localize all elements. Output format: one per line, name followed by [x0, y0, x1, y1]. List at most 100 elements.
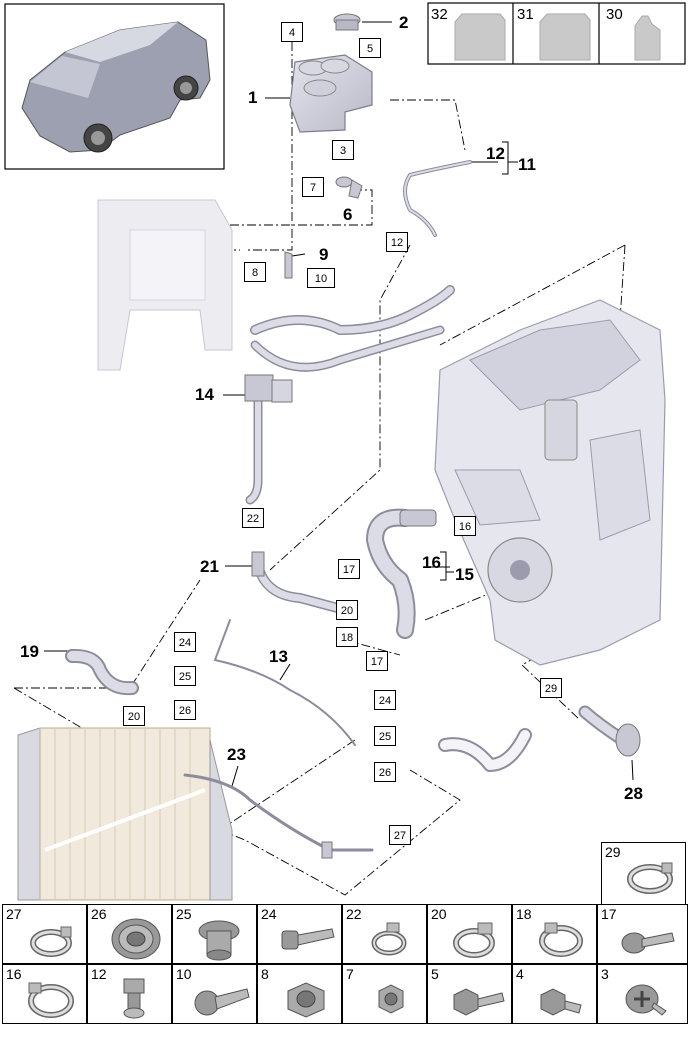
parts-cell-7[interactable]: 7: [342, 964, 427, 1024]
callout-26b[interactable]: 26: [374, 762, 396, 782]
expansion-tank: [289, 13, 373, 133]
callout-10[interactable]: 10: [307, 268, 335, 288]
cell-number: 26: [91, 906, 107, 922]
bolt-icon: [540, 988, 582, 1016]
callout-4[interactable]: 4: [281, 22, 303, 42]
hose-clamp-icon: [30, 926, 72, 957]
callout-26a[interactable]: 26: [174, 700, 196, 720]
callout-16[interactable]: 16: [422, 553, 441, 572]
bracket-11: [502, 141, 518, 175]
engine: [434, 299, 666, 666]
parts-cell-10[interactable]: 10: [172, 964, 257, 1024]
cell-number: 18: [516, 906, 532, 922]
clip-icon: [123, 978, 145, 1019]
parts-cell-12[interactable]: 12: [87, 964, 172, 1024]
callout-21[interactable]: 21: [200, 557, 219, 576]
cell-number: 22: [346, 906, 362, 922]
parts-cell-16[interactable]: 16: [2, 964, 87, 1024]
callout-12b[interactable]: 12: [386, 232, 408, 252]
parts-cell-17[interactable]: 17: [597, 904, 688, 964]
callout-23[interactable]: 23: [227, 745, 246, 764]
callout-25b[interactable]: 25: [374, 726, 396, 746]
callout-14[interactable]: 14: [195, 385, 214, 404]
callout-20b[interactable]: 20: [123, 706, 145, 726]
cell-number: 25: [176, 906, 192, 922]
parts-cell-4[interactable]: 4: [512, 964, 597, 1024]
callout-12[interactable]: 12: [486, 144, 505, 163]
callout-3[interactable]: 3: [332, 140, 354, 160]
bracket-15: [440, 551, 454, 581]
callout-20a[interactable]: 20: [336, 600, 358, 620]
callout-17b[interactable]: 17: [366, 651, 388, 671]
hose-clamp-icon: [453, 922, 495, 958]
vehicle-thumbnail: [4, 3, 225, 170]
parts-cell-29[interactable]: 29: [601, 842, 686, 905]
parts-cell-26[interactable]: 26: [87, 904, 172, 964]
bolt-icon: [281, 928, 335, 950]
cell-number: 3: [601, 966, 609, 982]
callout-11[interactable]: 11: [518, 155, 536, 174]
screw-icon: [625, 984, 667, 1016]
callout-28[interactable]: 28: [624, 784, 643, 803]
fluids-box: [427, 2, 686, 65]
callout-16a[interactable]: 16: [454, 516, 476, 536]
parts-cell-27[interactable]: 27: [2, 904, 87, 964]
cell-number: 17: [601, 906, 617, 922]
bottle-icon: [634, 15, 661, 61]
parts-cell-20[interactable]: 20: [427, 904, 512, 964]
cell-number: 5: [431, 966, 439, 982]
parts-cell-8[interactable]: 8: [257, 964, 342, 1024]
callout-27[interactable]: 27: [389, 825, 411, 845]
fluid-number-30[interactable]: 30: [606, 6, 623, 23]
hose-clamp-icon: [371, 922, 407, 956]
callout-22[interactable]: 22: [242, 508, 264, 528]
hose-clamp-icon: [627, 862, 673, 894]
callout-17a[interactable]: 17: [338, 559, 360, 579]
cell-number: 29: [605, 844, 621, 860]
cell-number: 16: [6, 966, 22, 982]
parts-cell-18[interactable]: 18: [512, 904, 597, 964]
hex-nut-icon: [378, 984, 404, 1014]
callout-9[interactable]: 9: [319, 245, 329, 264]
grommet-icon: [111, 918, 161, 960]
cell-number: 12: [91, 966, 107, 982]
cell-number: 10: [176, 966, 192, 982]
screw-icon: [621, 932, 675, 954]
bolt-icon: [453, 988, 505, 1016]
callout-19[interactable]: 19: [20, 642, 39, 661]
callout-29[interactable]: 29: [540, 678, 562, 698]
solid-leaders: [44, 21, 634, 787]
callout-8[interactable]: 8: [244, 262, 266, 282]
jerrycan-icon: [539, 13, 591, 61]
bolt-icon: [194, 988, 250, 1016]
callout-18[interactable]: 18: [336, 627, 358, 647]
callout-25a[interactable]: 25: [174, 666, 196, 686]
fluid-number-31[interactable]: 31: [517, 6, 534, 23]
cell-number: 7: [346, 966, 354, 982]
nut-insert-icon: [198, 920, 240, 961]
radiator: [17, 727, 233, 901]
cell-number: 24: [261, 906, 277, 922]
parts-cell-25[interactable]: 25: [172, 904, 257, 964]
parts-cell-22[interactable]: 22: [342, 904, 427, 964]
jerrycan-icon: [454, 13, 506, 61]
parts-cell-3[interactable]: 3: [597, 964, 688, 1024]
hose-clamp-icon: [539, 922, 583, 957]
callout-1[interactable]: 1: [248, 88, 258, 107]
callout-13[interactable]: 13: [269, 647, 288, 666]
callout-6[interactable]: 6: [343, 205, 353, 224]
cell-number: 4: [516, 966, 524, 982]
fluid-number-32[interactable]: 32: [431, 6, 448, 23]
callout-24a[interactable]: 24: [174, 632, 196, 652]
callout-24b[interactable]: 24: [374, 690, 396, 710]
callout-7[interactable]: 7: [302, 177, 324, 197]
callout-15[interactable]: 15: [455, 565, 474, 584]
tank-small-parts: [284, 176, 363, 279]
callout-2[interactable]: 2: [399, 13, 409, 32]
parts-cell-5[interactable]: 5: [427, 964, 512, 1024]
body-frame: [97, 199, 233, 371]
callout-5[interactable]: 5: [359, 38, 381, 58]
parts-cell-24[interactable]: 24: [257, 904, 342, 964]
hoses: [65, 160, 627, 852]
cell-number: 8: [261, 966, 269, 982]
